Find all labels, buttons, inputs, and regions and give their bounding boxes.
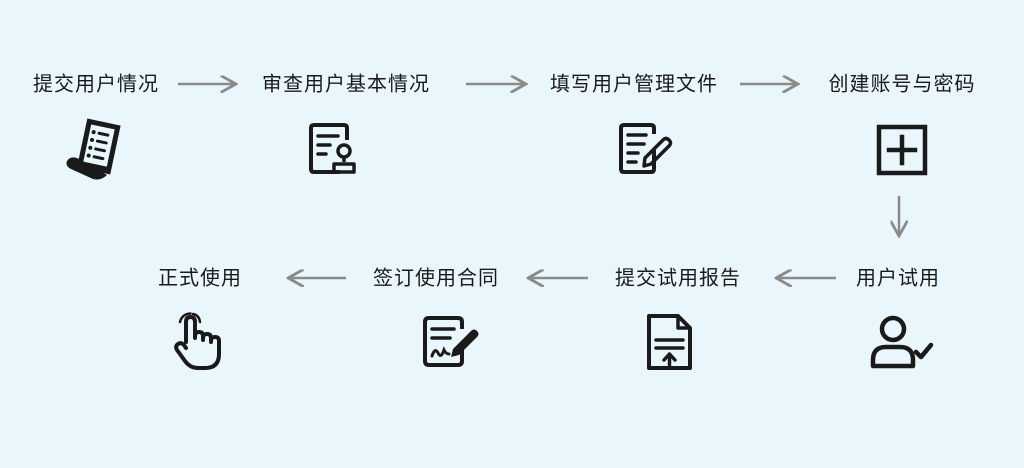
contract-sign-icon: [423, 316, 479, 367]
user-check-icon: [870, 315, 934, 369]
document-upload-icon: [647, 314, 692, 370]
step-label-user-trial: 用户试用: [856, 265, 940, 290]
step-label-review-user-info: 审查用户基本情况: [262, 71, 430, 96]
step-label-submit-trial-report: 提交试用报告: [615, 265, 741, 290]
step-label-sign-contract: 签订使用合同: [373, 265, 499, 290]
document-stamp-icon: [309, 123, 356, 174]
hand-pointer-icon: [174, 312, 221, 370]
document-list-icon: [66, 118, 121, 180]
plus-square-icon: [876, 124, 928, 176]
step-label-submit-user-info: 提交用户情况: [33, 71, 159, 96]
step-label-fill-management-file: 填写用户管理文件: [550, 71, 718, 96]
step-label-create-account: 创建账号与密码: [828, 71, 976, 96]
document-edit-icon: [619, 123, 673, 174]
step-label-formal-use: 正式使用: [158, 265, 242, 290]
